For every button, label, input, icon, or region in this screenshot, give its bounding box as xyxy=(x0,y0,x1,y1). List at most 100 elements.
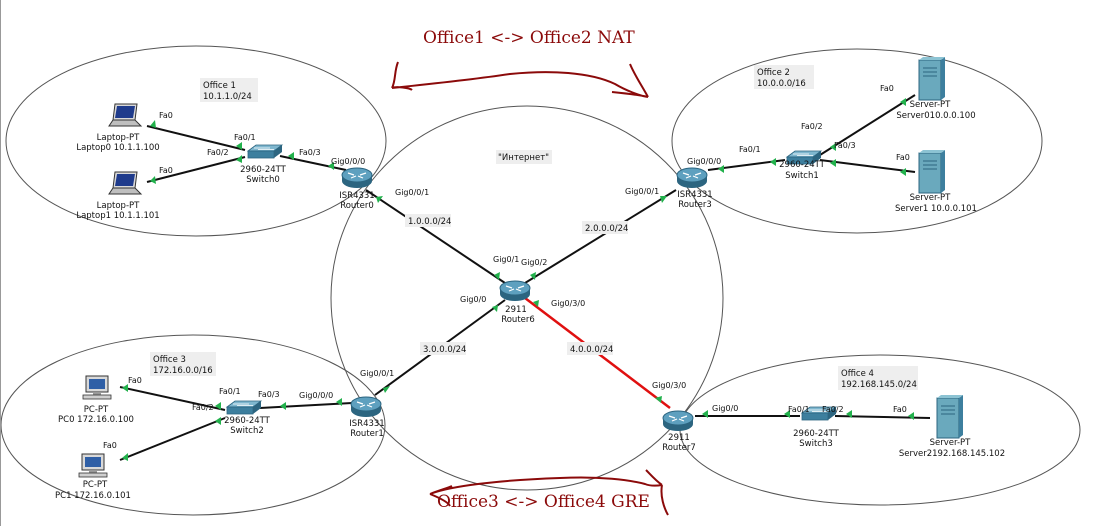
pc1[interactable] xyxy=(78,453,108,478)
router1-type: ISR4331 xyxy=(349,419,384,429)
router-icon xyxy=(662,410,694,432)
office4-note-net: 192.168.145.0/24 xyxy=(841,380,917,390)
router3[interactable] xyxy=(676,167,708,189)
link-laptop1-switch0[interactable] xyxy=(146,156,246,183)
server0-name: Server010.0.0.100 xyxy=(896,111,975,121)
router0-name: Router0 xyxy=(340,201,374,211)
router0[interactable] xyxy=(341,167,373,189)
switch3-type: 2960-24TT xyxy=(793,429,840,439)
laptop1-type: Laptop-PT xyxy=(97,201,140,211)
internet-note-bg xyxy=(496,150,552,164)
internet-note: "Интернет" xyxy=(498,153,549,163)
port-label: Gig0/0/0 xyxy=(331,157,365,166)
server2-name: Server2192.168.145.102 xyxy=(899,449,1005,459)
laptop-icon xyxy=(108,171,142,195)
router7-name: Router7 xyxy=(662,443,696,453)
server2-type: Server-PT xyxy=(930,438,972,448)
net3-label: 3.0.0.0/24 xyxy=(423,345,466,355)
port-label: Fa0/1 xyxy=(788,405,810,414)
router-icon xyxy=(350,396,382,418)
router1[interactable] xyxy=(350,396,382,418)
office2-note-net: 10.0.0.0/16 xyxy=(757,79,806,89)
switch0-name: Switch0 xyxy=(246,175,280,185)
link-switch3-server2[interactable] xyxy=(834,415,931,419)
pc0[interactable] xyxy=(82,375,112,400)
laptop0[interactable] xyxy=(108,103,142,127)
pc1-type: PC-PT xyxy=(83,480,108,490)
link-router3-router6[interactable] xyxy=(524,189,677,284)
office4-note-name: Office 4 xyxy=(841,369,874,379)
port-label: Fa0 xyxy=(880,84,894,93)
port-label: Gig0/0/1 xyxy=(360,369,394,378)
router0-type: ISR4331 xyxy=(339,191,374,201)
server1-type: Server-PT xyxy=(910,193,952,203)
switch0-type: 2960-24TT xyxy=(240,165,287,175)
laptop1-name: Laptop1 10.1.1.101 xyxy=(76,211,159,221)
pc-icon xyxy=(78,453,108,478)
port-label: Fa0/1 xyxy=(739,145,761,154)
router6[interactable] xyxy=(499,280,531,302)
router6-name: Router6 xyxy=(501,315,535,325)
port-label: Gig0/0/1 xyxy=(395,188,429,197)
switch1-name: Switch1 xyxy=(785,171,819,181)
office2-area xyxy=(671,48,1043,234)
link-pc1-switch2[interactable] xyxy=(119,417,226,461)
port-label: Fa0 xyxy=(128,376,142,385)
port-label: Fa0/3 xyxy=(258,390,280,399)
net2-label: 2.0.0.0/24 xyxy=(585,224,628,234)
net2-bg xyxy=(582,221,628,234)
port-label: Fa0/1 xyxy=(234,133,256,142)
laptop0-name: Laptop0 10.1.1.100 xyxy=(76,143,159,153)
server-icon xyxy=(936,394,964,439)
office1-note-name: Office 1 xyxy=(203,81,236,91)
port-label: Fa0 xyxy=(159,111,173,120)
port-label: Fa0/2 xyxy=(822,405,844,414)
link-switch0-router0[interactable] xyxy=(279,155,347,171)
port-label: Fa0/1 xyxy=(219,387,241,396)
port-label: Fa0/2 xyxy=(207,148,229,157)
port-label: Fa0 xyxy=(893,405,907,414)
link-router0-router6[interactable] xyxy=(365,189,506,284)
port-label: Fa0/2 xyxy=(192,403,214,412)
switch0[interactable] xyxy=(247,144,283,159)
office1-note-net: 10.1.1.0/24 xyxy=(203,92,252,102)
switch2[interactable] xyxy=(226,400,262,415)
port-label: Gig0/0/0 xyxy=(299,391,333,400)
net3-bg xyxy=(420,342,466,355)
pc0-type: PC-PT xyxy=(84,405,109,415)
net4-bg xyxy=(567,342,613,355)
router7[interactable] xyxy=(662,410,694,432)
server0-type: Server-PT xyxy=(910,100,952,110)
server0[interactable] xyxy=(918,56,946,101)
laptop1[interactable] xyxy=(108,171,142,195)
link-pc0-switch2[interactable] xyxy=(119,386,226,411)
port-label: Fa0 xyxy=(896,153,910,162)
pc-icon xyxy=(82,375,112,400)
router-icon xyxy=(499,280,531,302)
switch-icon xyxy=(247,144,283,159)
router3-type: ISR4331 xyxy=(677,190,712,200)
office1-note-bg xyxy=(200,78,258,102)
gre-title: Office3 <-> Office4 GRE xyxy=(437,492,650,512)
net1-bg xyxy=(405,214,451,227)
office2-note-bg xyxy=(754,65,814,89)
internet-area xyxy=(330,105,724,491)
router-icon xyxy=(676,167,708,189)
office2-note-name: Office 2 xyxy=(757,68,790,78)
link-switch2-router1[interactable] xyxy=(259,402,353,409)
switch2-name: Switch2 xyxy=(230,426,264,436)
office1-area xyxy=(5,45,387,237)
link-laptop0-switch0[interactable] xyxy=(146,125,246,151)
router7-type: 2911 xyxy=(668,433,690,443)
switch-icon xyxy=(226,400,262,415)
port-label: Fa0 xyxy=(159,166,173,175)
port-label: Gig0/0/0 xyxy=(687,157,721,166)
nat-title: Office1 <-> Office2 NAT xyxy=(423,28,635,48)
server2[interactable] xyxy=(936,394,964,439)
port-label: Gig0/0/1 xyxy=(625,187,659,196)
router-icon xyxy=(341,167,373,189)
office3-note-bg xyxy=(150,352,216,376)
server1[interactable] xyxy=(918,149,946,194)
router3-name: Router3 xyxy=(678,200,712,210)
pc0-name: PC0 172.16.0.100 xyxy=(58,415,134,425)
